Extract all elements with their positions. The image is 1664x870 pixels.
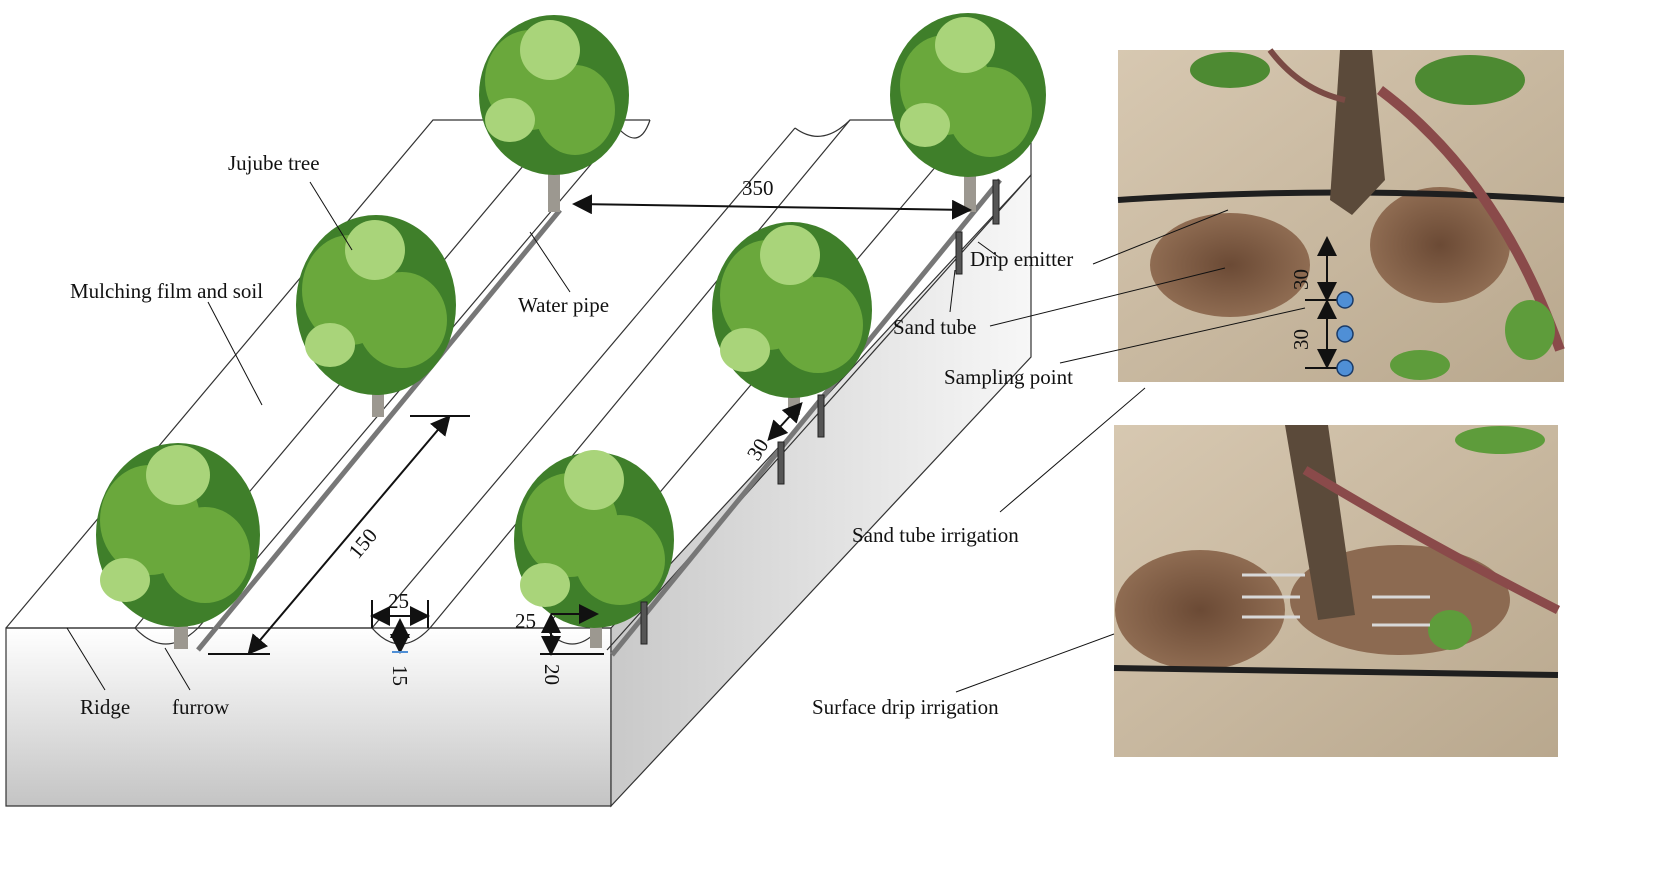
label-furrow: furrow bbox=[172, 695, 230, 719]
label-ridge: Ridge bbox=[80, 695, 130, 719]
dimension-lines bbox=[208, 194, 972, 656]
dim-plant-spacing: 150 bbox=[343, 524, 382, 564]
label-jujube-tree: Jujube tree bbox=[228, 151, 320, 175]
sampling-point-dot bbox=[1336, 291, 1354, 309]
photo-surface-drip-irrigation bbox=[1113, 425, 1561, 757]
tree-back-right bbox=[890, 13, 1046, 212]
label-surface-drip-irrigation: Surface drip irrigation bbox=[812, 695, 999, 719]
sand-tube bbox=[817, 394, 825, 438]
sand-tubes bbox=[640, 179, 1000, 645]
label-sand-tube: Sand tube bbox=[893, 315, 976, 339]
tube-distance-arrow bbox=[767, 402, 803, 441]
sand-tube bbox=[992, 179, 1000, 225]
tree-front-left bbox=[96, 443, 260, 649]
tree-front-right bbox=[514, 450, 674, 648]
dim-row-spacing: 350 bbox=[742, 176, 774, 200]
sampling-point-dot bbox=[1336, 325, 1354, 343]
sampling-point-dot bbox=[1336, 359, 1354, 377]
dim-photo-upper: 30 bbox=[1289, 269, 1313, 290]
dim-furrow-width: 25 bbox=[388, 589, 409, 613]
sampling-points bbox=[1336, 291, 1354, 377]
sand-tube bbox=[640, 601, 648, 645]
block-side-face bbox=[610, 173, 1032, 808]
dim-photo-lower: 30 bbox=[1289, 329, 1313, 350]
tree-mid-right bbox=[712, 222, 872, 415]
row-spacing-arrow bbox=[572, 194, 972, 220]
label-sampling-point: Sampling point bbox=[944, 365, 1073, 389]
label-mulching-film-and-soil: Mulching film and soil bbox=[70, 279, 263, 303]
label-water-pipe: Water pipe bbox=[518, 293, 609, 317]
dim-pipe-offset: 25 bbox=[515, 609, 536, 633]
tree-back-left bbox=[479, 15, 629, 212]
tree-mid-left bbox=[296, 215, 456, 417]
dim-pipe-depth: 20 bbox=[540, 664, 564, 685]
sand-tube bbox=[777, 441, 785, 485]
plant-spacing-arrow bbox=[247, 414, 451, 656]
sand-tube bbox=[955, 231, 963, 275]
leader-lines bbox=[66, 181, 1306, 693]
label-sand-tube-irrigation: Sand tube irrigation bbox=[852, 523, 1019, 547]
dim-furrow-depth: 15 bbox=[388, 665, 412, 686]
water-pipe-right bbox=[610, 178, 1002, 657]
label-drip-emitter: Drip emitter bbox=[970, 247, 1073, 271]
jujube-trees bbox=[96, 13, 1046, 649]
